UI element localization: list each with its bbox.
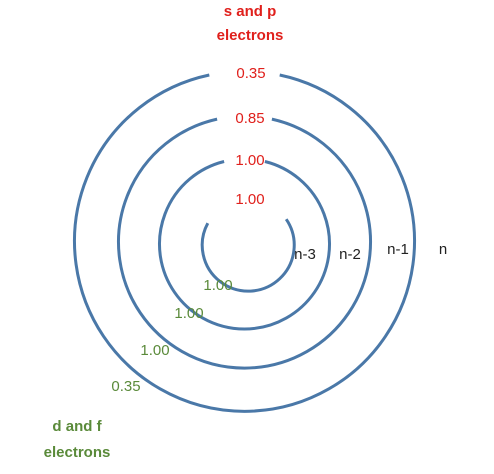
sp-value-n-3: 1.00	[235, 191, 264, 208]
df-value-n-2: 1.00	[174, 305, 203, 322]
sp-value-n: 0.35	[236, 65, 265, 82]
sp-value-n-1: 0.85	[235, 110, 264, 127]
shell-ring-n	[73, 73, 416, 413]
shell-label-n-2: n-2	[339, 246, 361, 263]
sp-heading-line2: electrons	[217, 27, 284, 44]
df-heading-line1: d and f	[52, 418, 102, 435]
df-value-n: 0.35	[111, 378, 140, 395]
shell-label-n-1: n-1	[387, 241, 409, 258]
shell-ring-n-2	[158, 160, 331, 331]
shell-ring-n-1	[117, 117, 372, 370]
df-value-n-3: 1.00	[203, 277, 232, 294]
shell-ring-n-3	[200, 218, 296, 293]
shell-label-n: n	[439, 241, 447, 258]
df-heading-line2: electrons	[44, 444, 111, 461]
sp-value-n-2: 1.00	[235, 152, 264, 169]
df-value-n-1: 1.00	[140, 342, 169, 359]
sp-heading-line1: s and p	[224, 3, 277, 20]
shell-label-n-3: n-3	[294, 246, 316, 263]
